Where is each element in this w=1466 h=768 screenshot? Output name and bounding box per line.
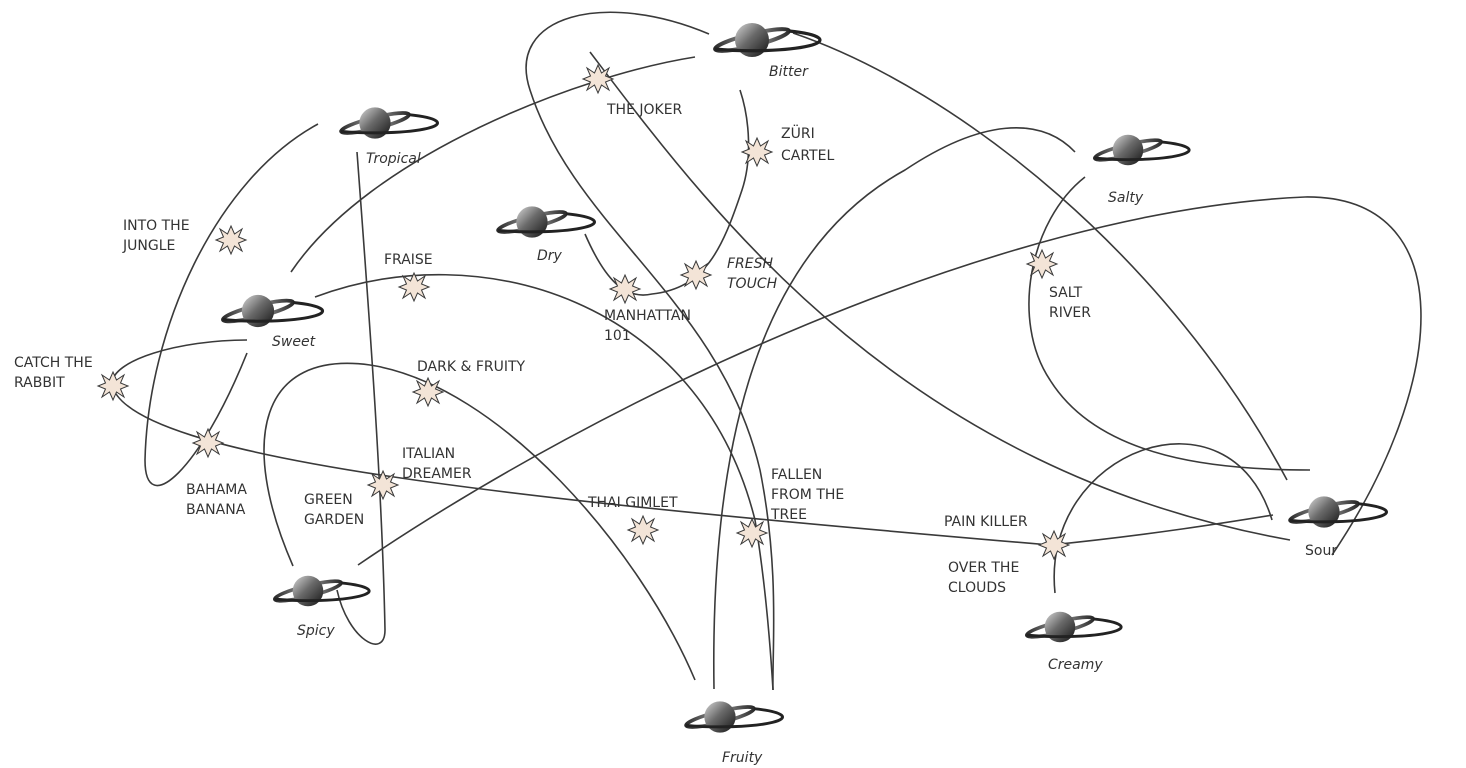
orbit-dry-bitter [584,89,750,296]
planet-label-sour: Sour [1305,543,1337,559]
burst-catch-the-rabbit-icon [97,371,129,401]
burst-into-the-jungle-icon [215,225,247,255]
burst-dark-and-fruity-icon [412,377,444,407]
label-over-the-clouds: OVER THE CLOUDS [948,560,1024,596]
orbit-dark-and-fruity [263,362,696,681]
label-pain-killer: PAIN KILLER [944,514,1028,530]
burst-zuri-cartel-icon [741,137,773,167]
label-thai-gimlet: THAI GIMLET [587,495,678,511]
orbit-catch-the-rabbit [111,339,1274,546]
burst-bahama-banana-icon [192,428,224,458]
planet-creamy-icon [1023,609,1123,645]
label-green-garden: GREEN GARDEN [304,492,364,528]
label-the-joker: THE JOKER [606,102,683,118]
planet-label-fruity: Fruity [722,750,763,766]
planet-bitter-icon [711,21,822,59]
label-catch-the-rabbit: CATCH THE RABBIT [14,355,97,391]
label-fallen-from-the-tree: FALLEN FROM THE TREE [770,467,849,523]
planet-sour-icon [1286,494,1389,530]
planet-sweet-icon [219,292,325,330]
burst-italian-dreamer-icon [367,470,399,500]
planet-spicy-icon [271,573,371,609]
planet-tropical-icon [337,105,440,141]
planet-fruity-icon [682,699,785,735]
orbit-bitter-sour [792,32,1288,481]
burst-fresh-touch-icon [680,260,712,290]
orbit-fallen-from-the-tree [525,11,775,691]
planet-label-spicy: Spicy [297,623,335,639]
burst-fallen-from-the-tree-icon [736,518,768,548]
burst-thai-gimlet-icon [627,515,659,545]
planet-label-bitter: Bitter [769,64,809,80]
planet-label-sweet: Sweet [272,334,316,350]
burst-salt-river-icon [1026,249,1058,279]
label-bahama-banana: BAHAMA BANANA [186,482,251,518]
burst-fraise-icon [398,272,430,302]
cocktail-labels: THE JOKER ZÜRI CARTEL INTO THE JUNGLE FR… [14,102,1091,596]
orbit-spicy-sour [357,196,1422,566]
orbit-tropical-spicy [336,151,386,645]
orbit-into-the-jungle [144,123,319,487]
orbit-salt-river [1028,176,1311,471]
planet-labels: Bitter Tropical Dry Salty Sweet Spicy Fr… [272,64,1337,766]
planet-label-salty: Salty [1108,190,1144,206]
orbit-pain-killer [1053,443,1273,594]
planet-salty-icon [1091,132,1191,168]
burst-manhattan-101-icon [609,274,641,304]
orbit-lines [111,11,1422,691]
orbit-the-joker [290,56,696,273]
label-into-the-jungle: INTO THE JUNGLE [122,218,194,254]
orbit-fresh-touch [589,51,1291,541]
label-dark-and-fruity: DARK & FRUITY [417,359,526,375]
label-italian-dreamer: ITALIAN DREAMER [402,446,472,482]
label-fraise: FRAISE [384,252,433,268]
planet-label-dry: Dry [537,248,563,264]
orbit-fraise [314,273,774,691]
burst-the-joker-icon [582,64,614,94]
burst-pain-killer-icon [1038,530,1070,560]
planet-label-creamy: Creamy [1048,657,1103,673]
label-fresh-touch: FRESH TOUCH [727,256,778,292]
label-salt-river: SALT RIVER [1049,285,1091,321]
planet-label-tropical: Tropical [366,151,421,167]
planet-dry-icon [494,204,597,240]
label-zuri-cartel: ZÜRI CARTEL [781,124,834,164]
label-manhattan-101: MANHATTAN 101 [604,308,695,344]
orbit-fruity-salty [712,127,1076,690]
